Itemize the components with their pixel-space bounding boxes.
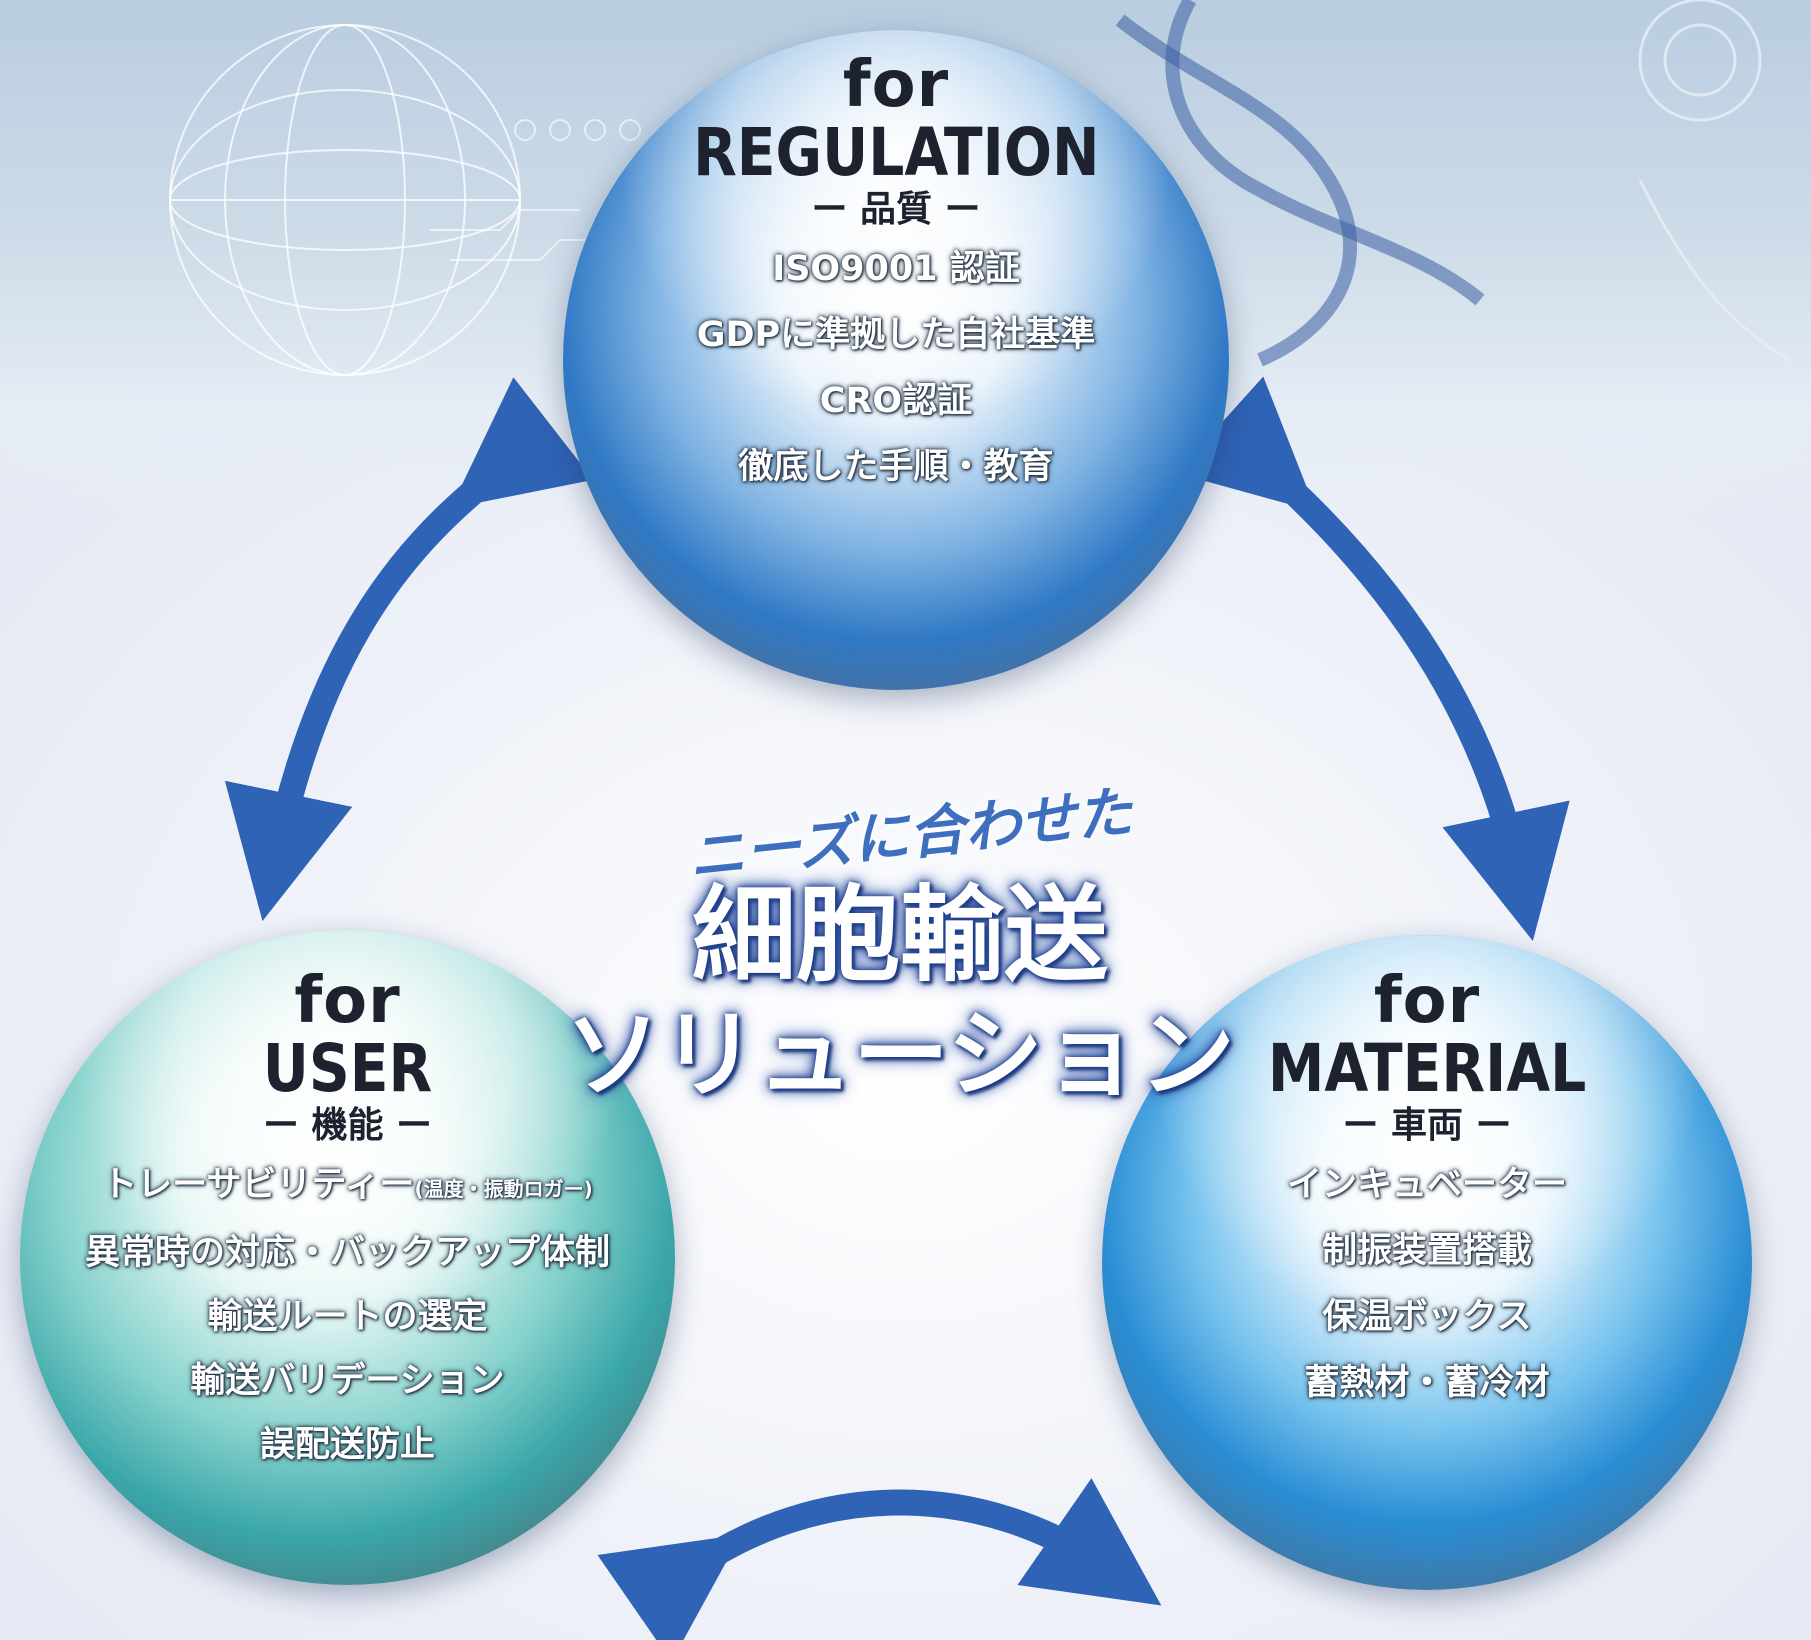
user-item-text: トレーサビリティー (102, 1165, 415, 1205)
user-subtitle: ー 機能 ー (262, 1105, 433, 1146)
regulation-item: CRO認証 (819, 381, 973, 421)
user-item: 誤配送防止 (259, 1425, 435, 1465)
dna-helix-icon (1115, 0, 1485, 367)
arrow-regulation-user (224, 377, 594, 922)
material-item: 制振装置搭載 (1321, 1231, 1532, 1271)
user-item: 輸送ルートの選定 (207, 1297, 488, 1337)
main-subtitle: ソリューション (564, 999, 1236, 1111)
material-title: MATERIAL (1267, 1030, 1587, 1107)
material-sphere: for MATERIAL ー 車両 ー インキュベーター 制振装置搭載 保温ボッ… (1102, 935, 1752, 1590)
regulation-title: REGULATION (692, 114, 1100, 191)
regulation-for-label: for (842, 48, 950, 122)
surgical-lamp-icon (1638, 0, 1791, 362)
user-title: USER (262, 1030, 433, 1107)
user-item-note: (温度・振動ロガー) (414, 1177, 593, 1201)
user-sphere: for USER ー 機能 ー トレーサビリティー(温度・振動ロガー) 異常時の… (20, 930, 675, 1585)
material-item: インキュベーター (1286, 1165, 1567, 1205)
material-for-label: for (1373, 964, 1481, 1038)
center-title-block: ニーズに合わせた 細胞輸送 ソリューション (540, 780, 1260, 1130)
material-subtitle: ー 車両 ー (1342, 1105, 1512, 1146)
arrow-regulation-material (1176, 376, 1570, 942)
material-item: 保温ボックス (1322, 1297, 1532, 1337)
regulation-sphere: for REGULATION ー 品質 ー ISO9001 認証 GDPに準拠し… (563, 30, 1229, 690)
sphere-highlight (563, 30, 1229, 690)
user-for-label: for (294, 964, 401, 1038)
regulation-item: 徹底した手順・教育 (738, 447, 1054, 487)
user-item: 輸送バリデーション (190, 1361, 505, 1401)
wireframe-globe-icon (169, 24, 521, 376)
regulation-item: ISO9001 認証 (772, 249, 1020, 289)
material-item: 蓄熱材・蓄冷材 (1304, 1363, 1550, 1403)
main-title: 細胞輸送 (691, 874, 1108, 996)
user-item: 異常時の対応・バックアップ体制 (84, 1233, 610, 1273)
sphere-highlight (20, 930, 675, 1585)
circuit-lines-icon (430, 119, 641, 261)
regulation-item: GDPに準拠した自社基準 (696, 315, 1096, 355)
regulation-subtitle: ー 品質 ー (811, 189, 981, 230)
sphere-highlight (1102, 935, 1752, 1590)
user-item: トレーサビリティー(温度・振動ロガー) (102, 1166, 592, 1208)
arrow-user-material (597, 1478, 1162, 1640)
